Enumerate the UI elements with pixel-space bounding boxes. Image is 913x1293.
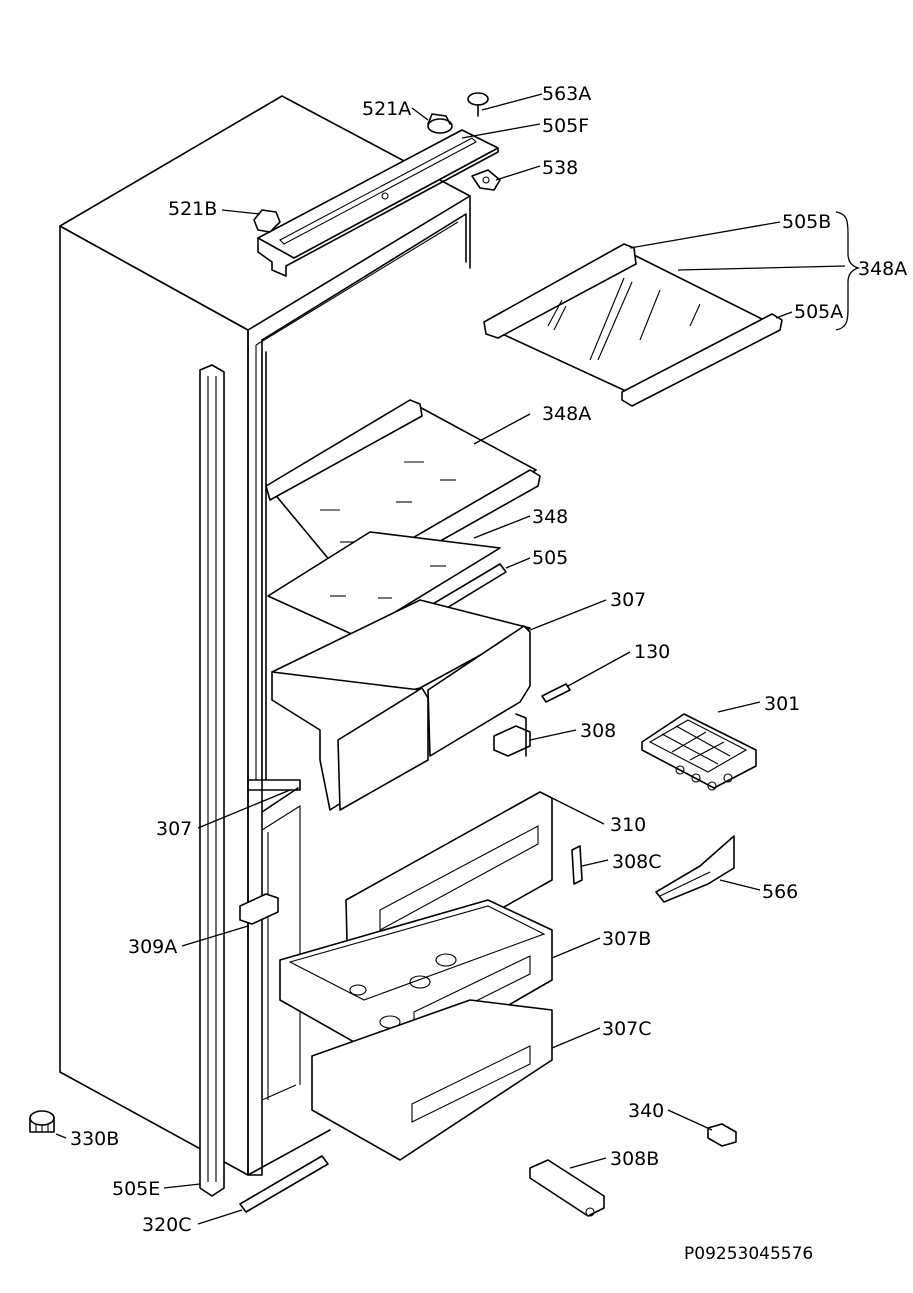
bracket-538-part [471, 169, 501, 191]
label-310: 310 [610, 814, 646, 836]
label-330b: 330B [70, 1128, 119, 1150]
hinge-cap-521b-part [253, 209, 281, 233]
label-130: 130 [634, 641, 670, 663]
glass-shelf-assembly-part [483, 243, 783, 407]
foot-330b-part [29, 1110, 55, 1133]
label-307-left: 307 [156, 818, 192, 840]
freezer-drawer-lower-part [311, 999, 553, 1161]
label-505a: 505A [794, 301, 843, 323]
freezer-drawer-upper-part [279, 899, 553, 1069]
label-308: 308 [580, 720, 616, 742]
label-307-right: 307 [610, 589, 646, 611]
part-labels: 563A 521A 505F 538 521B 505B 348A 505A 3… [70, 83, 907, 1236]
hinge-cap-521a-part [427, 113, 453, 134]
label-348: 348 [532, 506, 568, 528]
clip-130-part [541, 683, 571, 703]
label-505e: 505E [112, 1178, 160, 1200]
label-521b: 521B [168, 198, 217, 220]
label-348a-assembly: 348A [858, 258, 907, 280]
label-505f: 505F [542, 115, 589, 137]
label-505b: 505B [782, 211, 831, 233]
label-521a: 521A [362, 98, 411, 120]
label-505: 505 [532, 547, 568, 569]
label-308b: 308B [610, 1148, 659, 1170]
label-348a: 348A [542, 403, 591, 425]
clip-308c-part [571, 845, 583, 885]
ice-scraper-part [655, 835, 735, 903]
kickplate-320c-part [239, 1155, 329, 1213]
bottom-hinge-308b-part [529, 1159, 605, 1217]
label-307b: 307B [602, 928, 651, 950]
label-538: 538 [542, 157, 578, 179]
label-340: 340 [628, 1100, 664, 1122]
crisper-drawer-pair-part [271, 599, 531, 811]
leader-lines [55, 93, 861, 1225]
label-320c: 320C [142, 1214, 192, 1236]
label-308c: 308C [612, 851, 662, 873]
diagram-reference-code: P09253045576 [684, 1244, 813, 1264]
label-563a: 563A [542, 83, 591, 105]
clip-309a-part [239, 893, 279, 925]
label-301: 301 [764, 693, 800, 715]
label-566: 566 [762, 881, 798, 903]
top-hinge-bracket-part [257, 129, 499, 277]
screw-563a-part [467, 92, 489, 117]
label-309a: 309A [128, 936, 177, 958]
ice-tray-part [641, 713, 757, 791]
door-gasket-part [199, 364, 225, 1197]
hinge-308-part [493, 713, 531, 757]
block-340-part [707, 1123, 737, 1147]
label-307c: 307C [602, 1018, 652, 1040]
